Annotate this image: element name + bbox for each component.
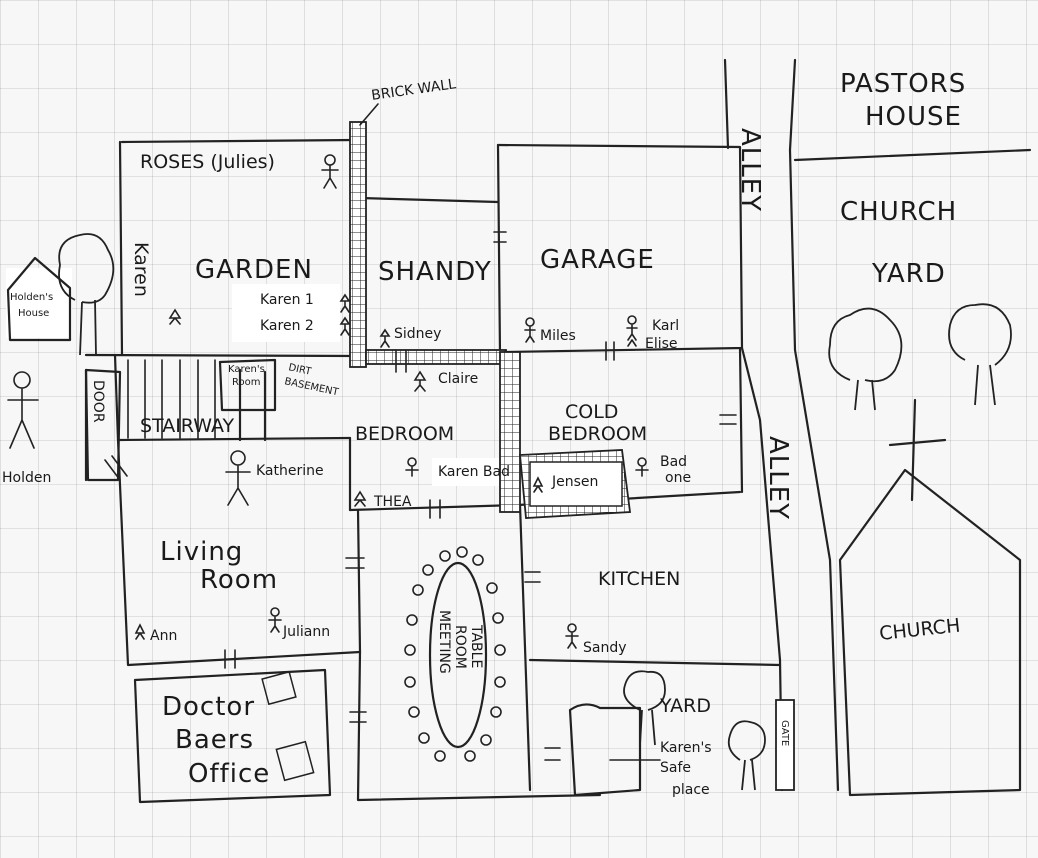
label-miles: Miles (540, 328, 576, 344)
label-living-room: Living (160, 537, 243, 567)
alley-lines (723, 58, 1032, 792)
brick-wall-vertical (349, 121, 367, 368)
label-door: DOOR (90, 380, 106, 423)
stairway-treads (127, 359, 216, 439)
label-stairway: STAIRWAY (140, 415, 234, 437)
gate-box (775, 699, 795, 791)
label-kitchen: KITCHEN (598, 568, 680, 590)
label-cold-bedroom-2: BEDROOM (548, 423, 647, 445)
label-church: CHURCH (878, 615, 961, 645)
label-dirt-basement: DIRT (287, 362, 313, 378)
label-meeting-table-2: ROOM (452, 625, 468, 669)
label-thea: THEA (373, 494, 412, 510)
label-roses: ROSES (Julies) (140, 151, 275, 173)
label-yard: YARD (659, 695, 711, 717)
label-katherine: Katherine (256, 463, 324, 479)
safe-place-outline (568, 703, 642, 797)
label-holdens-house-2: House (18, 308, 49, 319)
label-ann: Ann (150, 628, 177, 644)
label-safe-place: Karen's (660, 740, 712, 756)
label-pastors-house-2: HOUSE (865, 102, 962, 132)
label-karen-bad: Karen Bad (438, 464, 510, 480)
label-karens-room: Karen's (228, 364, 265, 375)
label-elise: Elise (645, 336, 678, 352)
label-karl: Karl (652, 318, 679, 334)
tree-icons (58, 233, 1012, 791)
character-figures (7, 154, 649, 649)
label-bedroom: BEDROOM (355, 423, 454, 445)
label-juliann: Juliann (282, 624, 330, 640)
label-doctor-office-3: Office (188, 759, 270, 789)
label-sandy: Sandy (583, 640, 627, 656)
holdens-house-panel (6, 268, 72, 338)
label-karens-room-2: Room (232, 377, 260, 388)
label-meeting-table: MEETING (436, 610, 452, 674)
label-brick-wall: BRICK WALL (370, 76, 457, 104)
map-labels: BRICK WALL PASTORS HOUSE ROSES (Julies) … (2, 69, 966, 798)
label-living-room-2: Room (200, 565, 278, 595)
label-bad-one-2: one (665, 470, 691, 486)
label-karen-vertical: Karen (130, 242, 152, 297)
label-alley-top: ALLEY (735, 128, 765, 212)
label-cold-bedroom: COLD (565, 401, 618, 423)
holdens-house-outline (6, 256, 72, 342)
church-building (838, 398, 1022, 797)
label-dirt-basement-2: BASEMENT (283, 376, 340, 398)
label-doctor-office: Doctor (162, 692, 255, 722)
label-karen2: Karen 2 (260, 318, 314, 334)
brick-wall-center (499, 351, 521, 513)
label-church-yard: CHURCH (840, 197, 957, 227)
label-pastors-house: PASTORS (840, 69, 966, 99)
label-shandy: SHANDY (378, 257, 492, 287)
label-alley-right: ALLEY (763, 436, 793, 520)
label-gate: GATE (779, 720, 790, 746)
label-safe-place-3: place (672, 782, 710, 798)
door-marks (104, 231, 737, 761)
label-doctor-office-2: Baers (175, 725, 254, 755)
meeting-table-seats (404, 546, 506, 762)
label-holdens-house: Holden's (10, 292, 53, 303)
label-sidney: Sidney (394, 326, 441, 342)
label-meeting-table-3: TABLE (468, 624, 484, 668)
label-holden: Holden (2, 470, 51, 486)
label-karen1: Karen 1 (260, 292, 314, 308)
label-safe-place-2: Safe (660, 760, 691, 776)
label-garden: GARDEN (195, 255, 313, 285)
brick-wall-horizontal (365, 349, 507, 365)
label-bad-one: Bad (660, 454, 687, 470)
label-church-yard-2: YARD (871, 259, 946, 289)
karen-label-panel (232, 284, 340, 342)
label-jensen: Jensen (551, 474, 598, 490)
brick-wall-arrow (359, 103, 379, 126)
label-claire: Claire (438, 371, 478, 387)
label-garage: GARAGE (540, 245, 655, 275)
